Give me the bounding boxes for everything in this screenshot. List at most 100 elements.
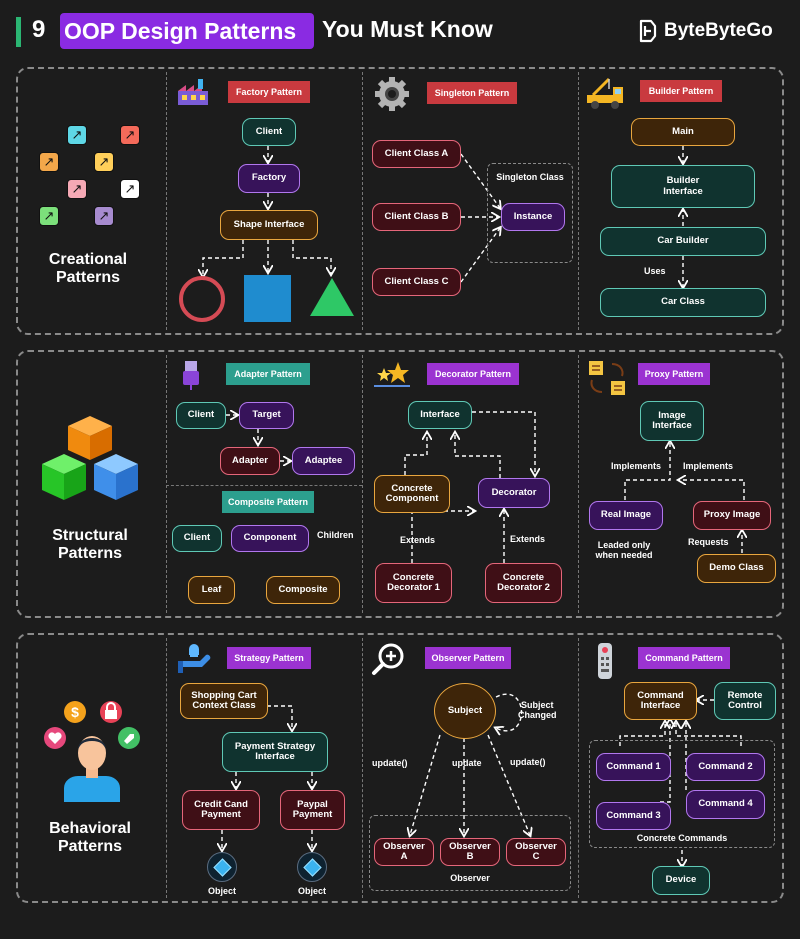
observer-b: Observer B: [440, 838, 500, 866]
subject-changed-label: Subject Changed: [518, 700, 557, 721]
structural-panel: [16, 350, 784, 618]
arrow-icon: ↗: [39, 206, 59, 226]
triangle-shape: [310, 278, 354, 316]
factory-tag: Factory Pattern: [228, 81, 310, 103]
singleton-group-label: Singleton Class: [496, 172, 564, 182]
children-label: Children: [317, 530, 354, 540]
builder-main: Main: [631, 118, 735, 146]
structural-title: Structural Patterns: [52, 527, 128, 563]
decorator-node: Decorator: [478, 478, 550, 508]
strategy-icon: [178, 644, 211, 673]
arrow-icon: ↗: [120, 179, 140, 199]
header-number: 9: [32, 16, 46, 43]
header-accent-bar: [16, 17, 21, 47]
remote-control: Remote Control: [714, 682, 776, 720]
separator: [578, 72, 579, 330]
requests-label: Requests: [688, 537, 729, 547]
separator: [166, 485, 362, 486]
separator: [578, 355, 579, 613]
decorator-interface: Interface: [408, 401, 472, 429]
shape-interface: Shape Interface: [220, 210, 318, 240]
composite-node: Composite: [266, 576, 340, 604]
concrete-decorator-1: Concrete Decorator 1: [375, 563, 452, 603]
adapter-tag: Adapter Pattern: [226, 363, 310, 385]
singleton-tag: Singleton Pattern: [427, 82, 517, 104]
concrete-commands-group: [589, 740, 775, 848]
behavioral-panel: [16, 633, 784, 903]
arrow-icon: ↗: [67, 179, 87, 199]
adapter-client: Client: [176, 402, 226, 429]
extends-right-label: Extends: [510, 534, 546, 544]
command-tag: Command Pattern: [638, 647, 730, 669]
separator: [578, 638, 579, 898]
concrete-decorator-2: Concrete Decorator 2: [485, 563, 562, 603]
credit-card-payment: Credit Cand Payment: [182, 790, 260, 830]
creational-title: Creational Patterns: [48, 251, 128, 287]
update-left-label: update(): [372, 758, 408, 768]
component-node: Component: [231, 525, 309, 552]
separator: [362, 355, 363, 613]
behavioral-title: Behavioral Patterns: [49, 820, 131, 856]
separator: [166, 638, 167, 898]
stars-icon: [374, 362, 410, 387]
bytebytego-icon: [639, 19, 657, 43]
observer-a: Observer A: [374, 838, 434, 866]
object-label: Object: [297, 886, 326, 896]
separator: [166, 72, 167, 330]
shopping-cart-context: Shopping Cart Context Class: [180, 683, 268, 719]
strategy-tag: Strategy Pattern: [227, 647, 311, 669]
extends-left-label: Extends: [400, 535, 436, 545]
observer-group-label: Observer: [450, 873, 490, 883]
update-right-label: update(): [510, 757, 546, 767]
brand-logo: ByteByteGo: [638, 19, 773, 43]
factory-client: Client: [242, 118, 296, 146]
adaptee-node: Adaptee: [292, 447, 355, 475]
usb-adapter-icon: [183, 361, 199, 390]
separator: [362, 72, 363, 330]
arrow-icon: ↗: [39, 152, 59, 172]
cubes-icon: [42, 416, 138, 500]
magnifier-icon: [372, 643, 404, 675]
circle-shape: [179, 276, 225, 322]
implements-left-label: Implements: [611, 461, 662, 471]
square-shape: [244, 275, 291, 322]
real-image: Real Image: [589, 501, 663, 530]
builder-tag: Builder Pattern: [640, 80, 722, 102]
brand-name: ByteByteGo: [664, 20, 773, 41]
person-icon: $: [44, 701, 140, 802]
command-3: Command 3: [596, 802, 671, 830]
observer-c: Observer C: [506, 838, 566, 866]
implements-right-label: Implements: [683, 461, 734, 471]
builder-interface: Builder Interface: [611, 165, 755, 208]
adapter-node: Adapter: [220, 447, 280, 475]
command-2: Command 2: [686, 753, 765, 781]
command-4: Command 4: [686, 790, 765, 819]
concrete-component: Concrete Component: [374, 475, 450, 513]
factory-icon: [178, 79, 208, 105]
creational-panel: [16, 67, 784, 335]
observer-tag: Observer Pattern: [425, 647, 511, 669]
svg-text:$: $: [71, 704, 79, 720]
object-icon: [297, 852, 327, 882]
factory-node: Factory: [238, 164, 300, 193]
arrow-icon: ↗: [120, 125, 140, 145]
separator: [166, 355, 167, 613]
singleton-group: [487, 163, 573, 263]
object-label: Object: [207, 886, 236, 896]
loaded-note: Leaded only when needed: [595, 540, 653, 561]
composite-tag: Composite Pattern: [222, 491, 314, 513]
proxy-icon: [589, 361, 625, 395]
observer-group: [369, 815, 571, 891]
car-builder: Car Builder: [600, 227, 766, 256]
command-1: Command 1: [596, 753, 671, 781]
gear-icon: [375, 77, 409, 111]
leaf-node: Leaf: [188, 576, 235, 604]
remote-control-icon: [598, 643, 612, 679]
arrow-icon: ↗: [94, 206, 114, 226]
separator: [362, 638, 363, 898]
header-highlight: OOP Design Patterns: [60, 13, 315, 49]
concrete-commands-label: Concrete Commands: [636, 833, 728, 843]
arrow-icon: ↗: [94, 152, 114, 172]
update-mid-label: update: [452, 758, 482, 768]
